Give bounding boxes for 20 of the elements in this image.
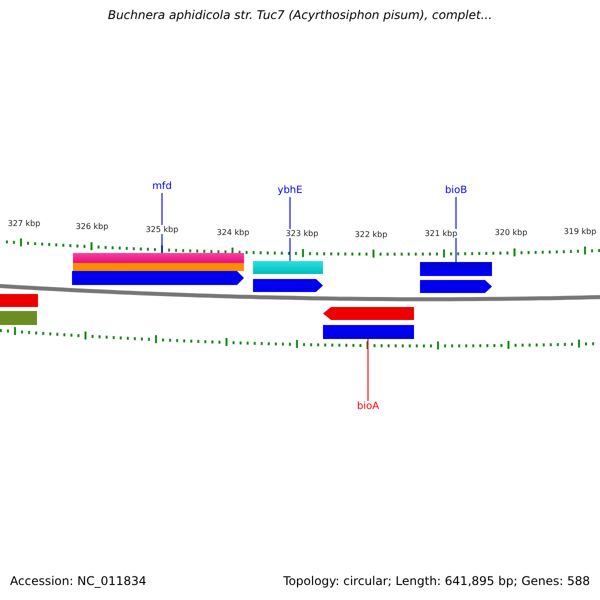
scale-label: 325 kbp <box>146 225 178 234</box>
gene-label: bioB <box>444 185 468 197</box>
gene-bar <box>73 253 244 263</box>
gene-bar <box>323 325 414 339</box>
footer-text: Topology: circular; Length: 641,895 bp; Genes: 588 <box>283 574 590 588</box>
footer-text: Accession: NC_011834 <box>10 574 146 588</box>
scale-label: 324 kbp <box>216 228 250 237</box>
gene-label: bioA <box>356 401 380 413</box>
scale-label: 319 kbp <box>564 226 596 236</box>
scale-label: 322 kbp <box>354 230 388 239</box>
gene-bar <box>253 261 323 274</box>
gene-label: ybhE <box>278 185 302 197</box>
scale-label: 327 kbp <box>8 218 40 228</box>
gene-label: mfd <box>152 181 172 193</box>
scale-label: 323 kbp <box>286 229 318 238</box>
gene-bar <box>420 262 492 276</box>
scale-label: 326 kbp <box>76 222 108 232</box>
scale-label: 321 kbp <box>424 229 458 238</box>
title: Buchnera aphidicola str. Tuc7 (Acyrthosiphon pisum), complet... <box>106 8 494 22</box>
scale-label: 320 kbp <box>494 228 528 238</box>
